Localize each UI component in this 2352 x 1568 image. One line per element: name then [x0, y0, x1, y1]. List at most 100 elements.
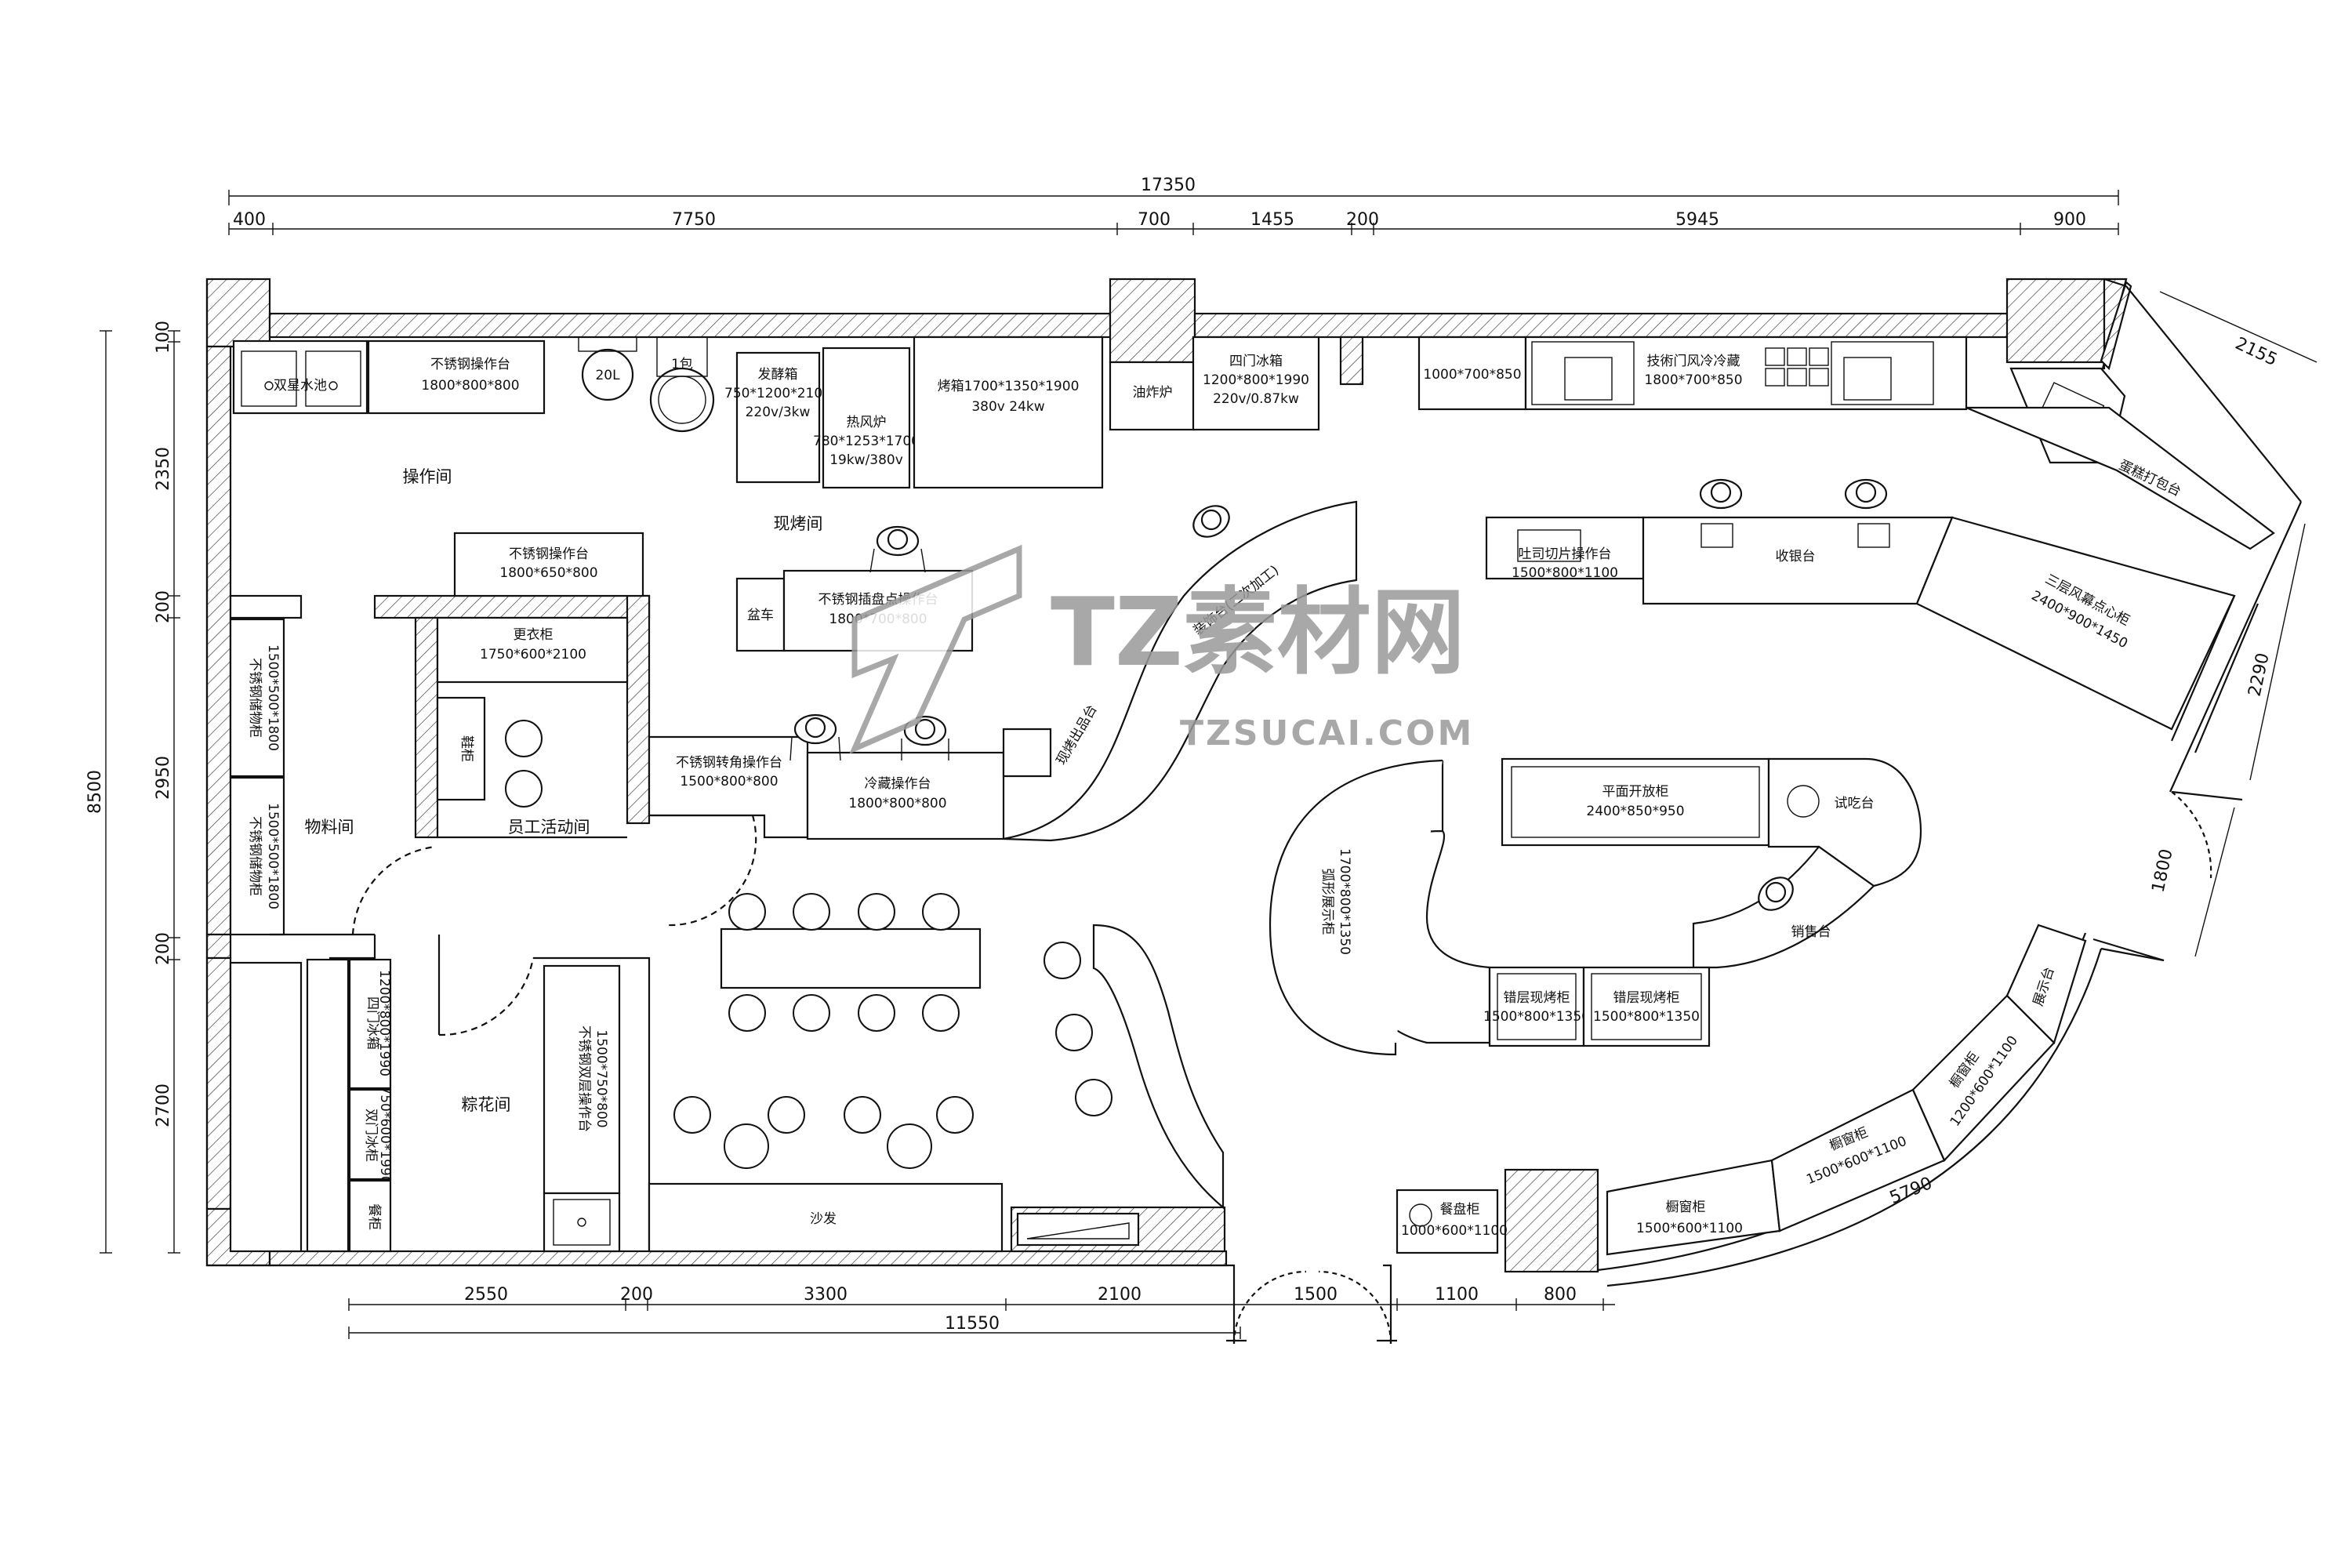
double-freezer: 双门冰柜 750*600*1990 [348, 1086, 393, 1185]
flat-display-label: 平面开放柜 [1602, 784, 1669, 800]
stool [505, 770, 543, 808]
locker: 更衣柜 1750*600*2100 [436, 616, 629, 684]
fridge-4door-power: 220v/0.87kw [1213, 391, 1299, 407]
ss-worktable-mid: 不锈钢操作台 1800*650*800 [453, 532, 644, 597]
sofa: 沙发 [648, 1182, 1004, 1253]
ss-cabinet-2: 不锈钢储物柜 1500*500*1800 [229, 776, 285, 936]
dim-top-3: 700 [1138, 210, 1171, 230]
watermark: TZ素材网 TZSUCAI.COM [849, 544, 1474, 754]
dim-bottom-total: 11550 [945, 1314, 1000, 1334]
proofer-power: 220v/3kw [746, 405, 811, 420]
dim-right-1: 2155 [2232, 334, 2280, 370]
dim-top-total: 17350 [1141, 176, 1196, 195]
deco-table: 装饰台(二次加工) [1003, 500, 1358, 842]
cold-table: 冷藏操作台 1800*800*800 [806, 751, 1005, 840]
dim-left-6: 2700 [154, 1083, 173, 1127]
bucket-20l: 20L [578, 336, 637, 401]
cashier-label: 收银台 [1776, 549, 1816, 564]
dim-top-4: 1455 [1250, 210, 1294, 230]
tasting-label: 试吃台 [1835, 796, 1875, 811]
locker-label: 更衣柜 [514, 627, 554, 643]
chef-figure [1192, 505, 1230, 538]
chef-figure [1844, 478, 1888, 510]
oven-power: 380v 24kw [971, 399, 1044, 415]
display-desk: 现烤出品台 [1002, 702, 1101, 778]
room-dumpling: 粽花间 [462, 1095, 511, 1114]
watermark-url: TZSUCAI.COM [1180, 713, 1474, 753]
sink-small-label: 盆车 [747, 608, 774, 623]
dish-cabinet: 餐盘柜 1000*600*1100 [1396, 1189, 1508, 1254]
dim-bottom-6: 1100 [1435, 1285, 1479, 1305]
room-staff: 员工活动间 [508, 818, 590, 837]
hot-air-oven: 热风炉 780*1253*1700 19kw/380v [813, 347, 920, 489]
dim-left-1: 100 [154, 321, 173, 354]
ss-side-table-size: 1500*750*800 [593, 1029, 609, 1127]
entrance-door [1226, 1264, 1397, 1345]
ss-cabinet-1-size: 1500*500*1800 [265, 644, 281, 751]
bucket-1-label: 1包 [671, 357, 693, 372]
stool [505, 720, 543, 757]
dim-bottom-7: 800 [1544, 1285, 1577, 1305]
dim-top-1: 400 [233, 210, 266, 230]
dish-cabinet-size: 1000*600*1100 [1401, 1223, 1508, 1239]
double-sink: 双星水池 [232, 339, 368, 415]
curve-cabinet: 弧形展示柜 1700*800*1350 [1269, 759, 1491, 1056]
dim-top-2: 7750 [672, 210, 716, 230]
dim-top-7: 900 [2053, 210, 2086, 230]
slicer-table-label: 吐司切片操作台 [1519, 546, 1612, 562]
sandwich-fridge-label: 技術门风冷冷藏 [1647, 354, 1740, 369]
tasting: 试吃台 [1767, 757, 1922, 887]
watermark-main: TZ素材网 [1051, 579, 1465, 688]
column-pillar [1339, 336, 1364, 386]
ss-corner-table: 不锈钢转角操作台 1500*800*800 [648, 735, 809, 839]
dumpling-shelf [229, 961, 303, 1253]
fridge-low-back [306, 958, 350, 1253]
bakery-cabinet-1-label: 错层现烤柜 [1504, 990, 1570, 1006]
flat-display-size: 2400*850*950 [1586, 804, 1684, 819]
dim-right-3: 1800 [2149, 848, 2177, 895]
cashier: 收银台 [1642, 516, 1954, 605]
fridge-low: 四门冰箱 1200*800*1990 [348, 958, 392, 1090]
window-cabinet-1-label: 橱窗柜 [1666, 1200, 1706, 1215]
chef-figure [789, 713, 841, 761]
bucket-1: 1包 [649, 336, 715, 433]
cold-table-label: 冷藏操作台 [865, 776, 931, 792]
oven-label: 烤箱1700*1350*1900 [938, 379, 1080, 394]
slicer-table: 吐司切片操作台 1500*800*1100 [1485, 516, 1645, 581]
curve-cabinet-size: 1700*800*1350 [1337, 848, 1352, 955]
bakery-cabinet-2-size: 1500*800*1350 [1593, 1009, 1700, 1025]
dimension-lines [100, 190, 2318, 1339]
chef-figure [1758, 877, 1794, 911]
dim-bottom-3: 3300 [804, 1285, 848, 1305]
room-baking: 现烤间 [774, 514, 823, 533]
counter-1000-label: 1000*700*850 [1423, 367, 1521, 383]
chef-figure [869, 525, 926, 573]
dim-left-4: 2950 [154, 756, 173, 800]
pack-table: 蛋糕打包台 [1965, 406, 2275, 550]
dim-top-6: 5945 [1675, 210, 1719, 230]
ss-side-table: 不锈钢双层操作台 1500*750*800 [543, 964, 621, 1195]
stair-symbol [1016, 1212, 1140, 1247]
proofer: 发酵箱 750*1200*2100 220v/3kw [724, 351, 831, 484]
double-sink-label: 双星水池 [274, 378, 327, 394]
dim-bottom-2: 200 [620, 1285, 653, 1305]
ss-corner-table-size: 1500*800*800 [680, 774, 778, 789]
fridge-4door-size: 1200*800*1990 [1203, 372, 1309, 388]
cold-table-size: 1800*800*800 [848, 796, 946, 811]
bakery-cabinet-1-size: 1500*800*1350 [1483, 1009, 1590, 1025]
dim-bottom-4: 2100 [1098, 1285, 1142, 1305]
ss-worktable-top-label: 不锈钢操作台 [430, 357, 510, 372]
flat-display: 平面开放柜 2400*850*950 [1501, 757, 1770, 847]
hot-air-oven-size: 780*1253*1700 [813, 434, 920, 449]
chef-figure [1699, 478, 1743, 510]
hot-air-oven-label: 热风炉 [847, 415, 887, 430]
double-freezer-size: 750*600*1990 [377, 1086, 393, 1184]
cupboard: 餐柜 [348, 1179, 392, 1253]
dim-left-total: 8500 [85, 770, 105, 814]
dim-bottom-1: 2550 [464, 1285, 508, 1305]
ss-worktable-top: 不锈钢操作台 1800*800*800 [367, 339, 546, 415]
room-operation: 操作间 [403, 467, 452, 486]
ss-worktable-mid-size: 1800*650*800 [499, 565, 597, 581]
operation-room-label: 操作间 [403, 467, 452, 486]
